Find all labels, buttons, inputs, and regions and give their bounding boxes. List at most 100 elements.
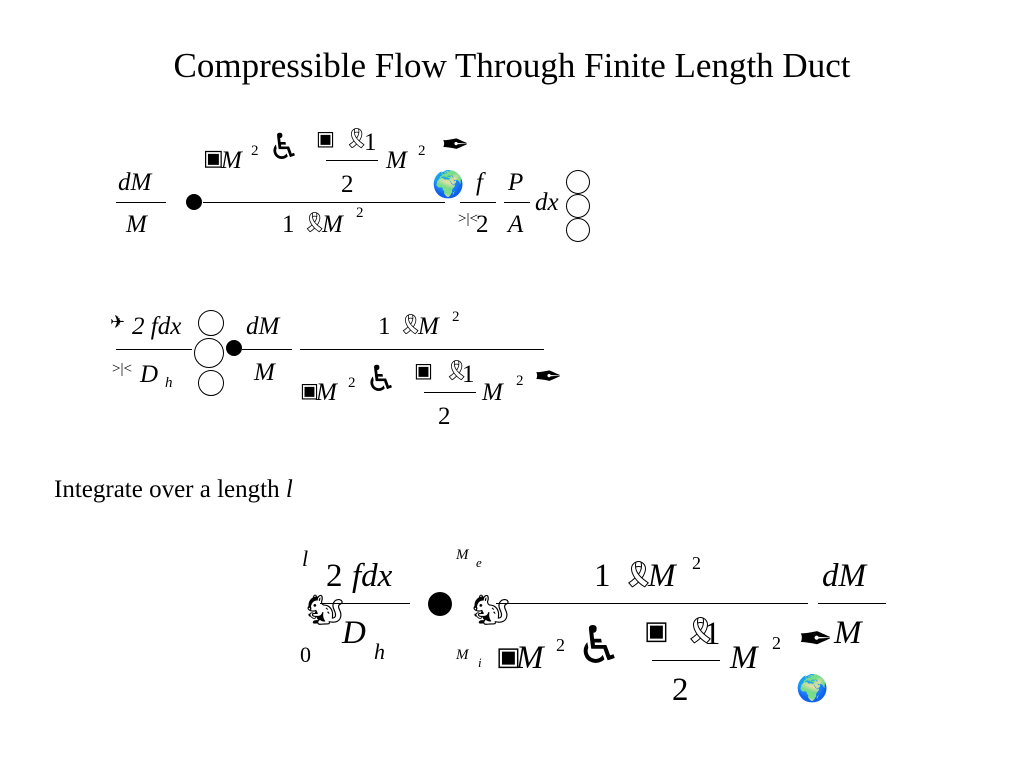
eq1-two: 2 bbox=[476, 211, 489, 238]
ribbon-icon: 🎗 bbox=[302, 210, 328, 234]
eq3-num-exp: 2 bbox=[692, 553, 701, 573]
plane-icon: ✈ bbox=[110, 312, 126, 333]
integrate-label: Integrate over a length l bbox=[54, 477, 293, 502]
eq1-lhs-denominator: M bbox=[126, 211, 147, 238]
eq3-upper-limit: l bbox=[302, 546, 309, 571]
wheelchair-icon: ♿ bbox=[268, 127, 301, 168]
eq1-den-exp: 2 bbox=[356, 205, 364, 221]
ribbon-icon: 🎗 bbox=[344, 126, 370, 150]
eq1-num-M2: M bbox=[386, 147, 407, 174]
eq1-num-exp: 2 bbox=[251, 143, 259, 159]
eq2-paren-mid bbox=[194, 338, 224, 368]
eq3-main-fraction-bar bbox=[496, 603, 808, 605]
wheelchair-icon: ♿ bbox=[576, 616, 623, 676]
eq3-den-exp2: 2 bbox=[772, 633, 781, 653]
eq3-left-fraction-bar bbox=[320, 603, 410, 605]
eq1-num-exp2: 2 bbox=[418, 143, 426, 159]
box-icon: ▣ bbox=[203, 146, 224, 171]
eq1-dx: dx bbox=[535, 189, 559, 216]
eq1-den-one: 1 bbox=[282, 211, 295, 238]
eq2-inner-fraction-bar bbox=[424, 392, 476, 394]
eq2-M: M bbox=[254, 359, 275, 386]
eq2-dM-fraction-bar bbox=[242, 349, 292, 351]
eq3-subscript-h: h bbox=[374, 639, 385, 664]
globe-icon: 🌍 bbox=[432, 170, 465, 200]
eq3-den-M: M bbox=[516, 640, 544, 676]
eq1-den-M: M bbox=[322, 211, 343, 238]
eq1-lhs-fraction-bar bbox=[116, 202, 166, 204]
eq3-den-exp: 2 bbox=[556, 635, 565, 655]
box-icon: ▣ bbox=[300, 378, 319, 402]
ribbon-icon: 🎗 bbox=[622, 560, 656, 590]
box-icon: ▣ bbox=[316, 126, 335, 150]
squirrel-icon: 🐿 bbox=[472, 593, 511, 628]
eq2-main-fraction-bar bbox=[300, 349, 544, 351]
eq1-paren-mid bbox=[566, 194, 590, 218]
eq1-num-M: M bbox=[221, 147, 242, 174]
eq2-num-one: 1 bbox=[378, 313, 391, 340]
eq3-two: 2 bbox=[326, 558, 343, 594]
eq2-den-exp2: 2 bbox=[516, 373, 524, 389]
eq3-upper-sub-e: e bbox=[476, 555, 482, 570]
eq2-den-one: 1 bbox=[462, 361, 475, 388]
eq3-dM: dM bbox=[822, 558, 866, 594]
eq3-fdx: fdx bbox=[352, 558, 393, 594]
eq1-paren-bottom bbox=[566, 218, 590, 242]
eq1-PA-fraction-bar bbox=[504, 202, 530, 204]
eq2-den-M: M bbox=[316, 379, 337, 406]
ribbon-icon: 🎗 bbox=[444, 358, 470, 382]
eq3-D: D bbox=[342, 615, 366, 651]
globe-icon: 🌍 bbox=[796, 674, 829, 704]
eq1-P: P bbox=[508, 169, 524, 196]
eq2-paren-bottom bbox=[198, 370, 224, 396]
eq1-f: f bbox=[476, 169, 483, 196]
eq3-den-M2: M bbox=[730, 640, 758, 676]
eq2-D: D bbox=[140, 361, 159, 388]
eq3-upper-M: M bbox=[456, 547, 469, 563]
eq3-num-one: 1 bbox=[594, 558, 611, 594]
eq3-lower-M: M bbox=[456, 647, 469, 663]
eq3-dM-fraction-bar bbox=[818, 603, 886, 605]
slide-title: Compressible Flow Through Finite Length … bbox=[173, 46, 851, 85]
eq3-M: M bbox=[834, 615, 862, 651]
eq2-dM: dM bbox=[246, 313, 280, 340]
ribbon-icon: 🎗 bbox=[398, 312, 424, 336]
eq2-den-exp: 2 bbox=[348, 375, 356, 391]
eq2-left-fraction-bar bbox=[116, 349, 192, 351]
eq1-bracket-mark: >|< bbox=[458, 211, 478, 227]
eq3-num-M: M bbox=[648, 558, 676, 594]
wheelchair-icon: ♿ bbox=[365, 359, 398, 400]
eq2-two-fdx: 2 fdx bbox=[132, 313, 182, 340]
eq2-den-M2: M bbox=[482, 379, 503, 406]
eq3-inner-fraction-bar bbox=[652, 660, 720, 662]
eq2-subscript-h: h bbox=[165, 375, 173, 391]
pen-icon: ✒ bbox=[441, 125, 470, 165]
pen-icon: ✒ bbox=[798, 614, 834, 663]
eq2-num-exp: 2 bbox=[452, 309, 460, 325]
eq3-inner-denominator: 2 bbox=[672, 672, 689, 708]
box-icon: ▣ bbox=[644, 616, 669, 646]
eq1-equals-dot bbox=[186, 194, 202, 210]
eq2-num-M: M bbox=[418, 313, 439, 340]
box-icon: ▣ bbox=[496, 642, 521, 672]
eq3-den-one: 1 bbox=[704, 616, 721, 652]
eq1-f-fraction-bar bbox=[460, 202, 496, 204]
squirrel-icon: 🐿 bbox=[306, 593, 345, 628]
eq3-equals-dot bbox=[428, 592, 452, 616]
eq1-inner-fraction-bar bbox=[326, 160, 378, 162]
eq1-paren-top bbox=[566, 170, 590, 194]
integrate-text: Integrate over a length bbox=[54, 476, 280, 503]
eq1-lhs-numerator: dM bbox=[118, 169, 152, 196]
eq2-bracket-mark: >|< bbox=[112, 361, 132, 377]
eq1-num-one: 1 bbox=[364, 129, 377, 156]
integrate-variable: l bbox=[285, 476, 293, 503]
pen-icon: ✒ bbox=[534, 357, 563, 397]
eq1-inner-denominator: 2 bbox=[341, 171, 354, 198]
eq2-inner-denominator: 2 bbox=[438, 403, 451, 430]
eq3-lower-limit: 0 bbox=[300, 642, 311, 667]
ribbon-icon: 🎗 bbox=[684, 616, 718, 646]
eq1-main-fraction-bar bbox=[203, 202, 445, 204]
eq1-A: A bbox=[508, 211, 524, 238]
eq2-equals-dot bbox=[226, 340, 242, 356]
eq2-paren-top bbox=[198, 310, 224, 336]
